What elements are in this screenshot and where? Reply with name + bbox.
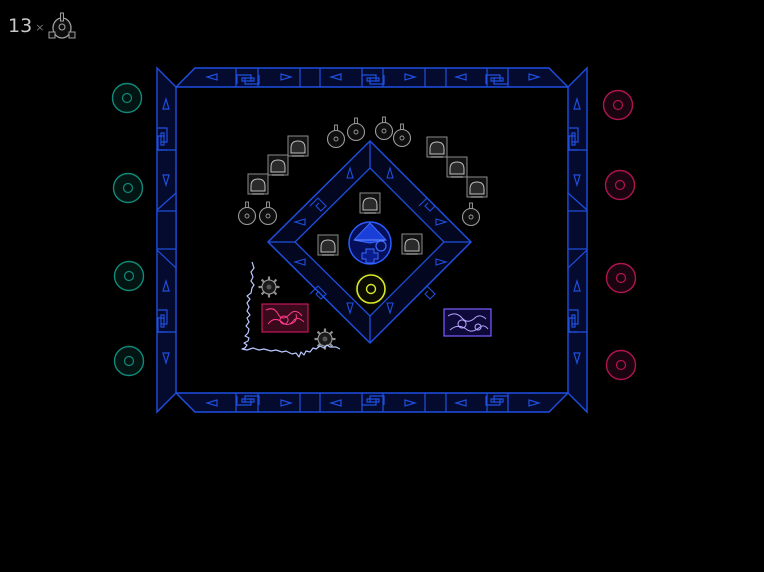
diamond-arrow bbox=[435, 258, 448, 266]
electric-arc bbox=[241, 261, 341, 358]
ghost-core bbox=[247, 173, 269, 195]
wall-arrow bbox=[162, 352, 170, 366]
diamond-arrow bbox=[386, 302, 394, 315]
magenta-ring bbox=[605, 262, 637, 294]
ghost-core bbox=[359, 192, 381, 214]
meander-knot bbox=[493, 75, 509, 85]
meander-knot bbox=[369, 75, 385, 85]
ghost-core bbox=[446, 156, 468, 178]
wall-arrow bbox=[280, 399, 294, 407]
wall-arrow bbox=[328, 73, 342, 81]
cog-mine bbox=[258, 276, 280, 298]
ghost-cores bbox=[247, 135, 488, 256]
wall-arrow bbox=[573, 278, 581, 292]
ghost-core bbox=[287, 135, 309, 157]
meander-knot bbox=[493, 395, 509, 405]
ghost-core bbox=[466, 176, 488, 198]
side-rings bbox=[111, 82, 637, 381]
turret bbox=[374, 116, 394, 141]
diamond-arrow bbox=[293, 218, 306, 226]
wall-arrow bbox=[528, 399, 542, 407]
meander-knot bbox=[418, 285, 436, 300]
ghost-core bbox=[401, 233, 423, 255]
wall-arrow bbox=[573, 352, 581, 366]
wall-arrow bbox=[328, 399, 342, 407]
wall-arrow bbox=[162, 278, 170, 292]
wall-arrow bbox=[204, 399, 218, 407]
diamond-arrow bbox=[346, 166, 354, 179]
cog-mine bbox=[314, 328, 336, 350]
compass-crystal bbox=[348, 221, 392, 265]
meander-knot bbox=[309, 285, 327, 300]
magenta-ring bbox=[605, 349, 637, 381]
hud: 13 × bbox=[8, 12, 77, 40]
teal-ring bbox=[113, 345, 145, 377]
frame-ornaments bbox=[156, 68, 588, 412]
turret bbox=[392, 123, 412, 148]
cog-mines bbox=[258, 276, 336, 350]
wall-arrow bbox=[573, 96, 581, 110]
diamond-arrow bbox=[386, 166, 394, 179]
teal-ring bbox=[113, 260, 145, 292]
turret bbox=[326, 124, 346, 149]
meander-knot bbox=[418, 197, 436, 212]
magenta-ring bbox=[602, 89, 634, 121]
meander-knot bbox=[369, 395, 385, 405]
wall-arrow bbox=[204, 73, 218, 81]
wall-arrow bbox=[404, 73, 418, 81]
wall-arrow bbox=[404, 399, 418, 407]
meander-knot bbox=[309, 197, 327, 212]
times-symbol: × bbox=[35, 20, 45, 34]
ghost-core bbox=[426, 136, 448, 158]
wall-arrow bbox=[528, 73, 542, 81]
teal-ring bbox=[111, 82, 143, 114]
magenta-ring bbox=[604, 169, 636, 201]
wall-arrow bbox=[453, 73, 467, 81]
turrets bbox=[237, 116, 481, 227]
diamond-arrow bbox=[435, 218, 448, 226]
wall-arrow bbox=[162, 96, 170, 110]
turret bbox=[258, 201, 278, 226]
ghost-core bbox=[317, 234, 339, 256]
teal-ring bbox=[112, 172, 144, 204]
ghost-core bbox=[267, 154, 289, 176]
meander-knot bbox=[244, 395, 260, 405]
violet-rune-panel bbox=[443, 308, 492, 337]
wall-arrow bbox=[453, 399, 467, 407]
turret bbox=[346, 117, 366, 142]
lives-count: 13 bbox=[8, 15, 33, 37]
meander-knot bbox=[244, 75, 260, 85]
turret bbox=[237, 201, 257, 226]
turret bbox=[461, 202, 481, 227]
ship-icon bbox=[48, 12, 76, 39]
wall-arrow bbox=[162, 174, 170, 188]
crimson-rune-panel bbox=[261, 303, 309, 333]
arena-frame bbox=[156, 66, 588, 414]
wall-arrow bbox=[280, 73, 294, 81]
player-orb[interactable] bbox=[352, 270, 390, 308]
diamond-arrow bbox=[346, 302, 354, 315]
diamond-arrow bbox=[293, 258, 306, 266]
wall-arrow bbox=[573, 174, 581, 188]
